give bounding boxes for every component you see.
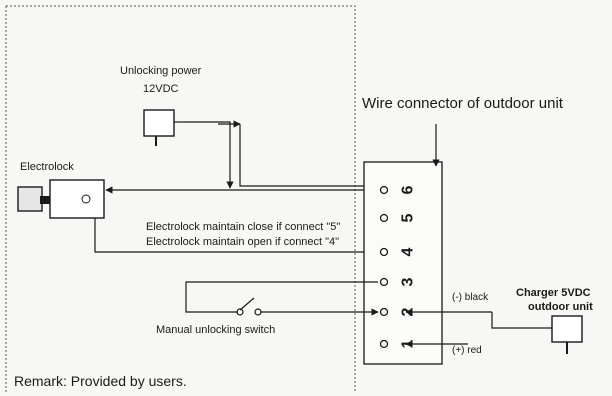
charger-title: Charger 5VDC (516, 287, 591, 299)
lock-wire-to-4 (94, 218, 379, 256)
charger-icon (551, 315, 583, 354)
user-provided-boundary (5, 5, 356, 393)
power-wire-1 (182, 121, 234, 189)
switch-wire-top (185, 281, 378, 313)
terminal-number-6: 6 (400, 185, 417, 194)
electrolock-label: Electrolock (20, 161, 74, 173)
charger-black-wire-run (491, 312, 552, 329)
terminal-number-4: 4 (400, 247, 417, 256)
maintain-close-note: Electrolock maintain close if connect "5… (146, 221, 341, 233)
charger-subtitle: outdoor unit (528, 301, 593, 313)
terminal-number-2: 2 (400, 307, 417, 316)
unlocking-power-title: Unlocking power (120, 65, 202, 77)
maintain-open-note: Electrolock maintain open if connect "4" (146, 236, 340, 248)
terminal-screws (379, 185, 389, 349)
terminal-number-5: 5 (400, 213, 417, 222)
power-wire-2 (239, 124, 379, 190)
terminal-number-3: 3 (400, 277, 417, 286)
terminal-number-1: 1 (400, 339, 417, 348)
wire-connector-title: Wire connector of outdoor unit (362, 95, 563, 112)
power-adapter-icon (143, 109, 182, 146)
wire-red-label: (+) red (452, 345, 482, 356)
manual-switch-label: Manual unlocking switch (156, 324, 276, 336)
wire-black-label: (-) black (452, 292, 489, 303)
connector-block (363, 161, 443, 365)
unlocking-power-voltage: 12VDC (143, 83, 179, 95)
electrolock-icon (17, 179, 105, 219)
remark-text: Remark: Provided by users. (14, 373, 187, 389)
terminal-labels: 6 5 4 3 2 1 (400, 185, 417, 348)
switch-icon (236, 297, 262, 316)
